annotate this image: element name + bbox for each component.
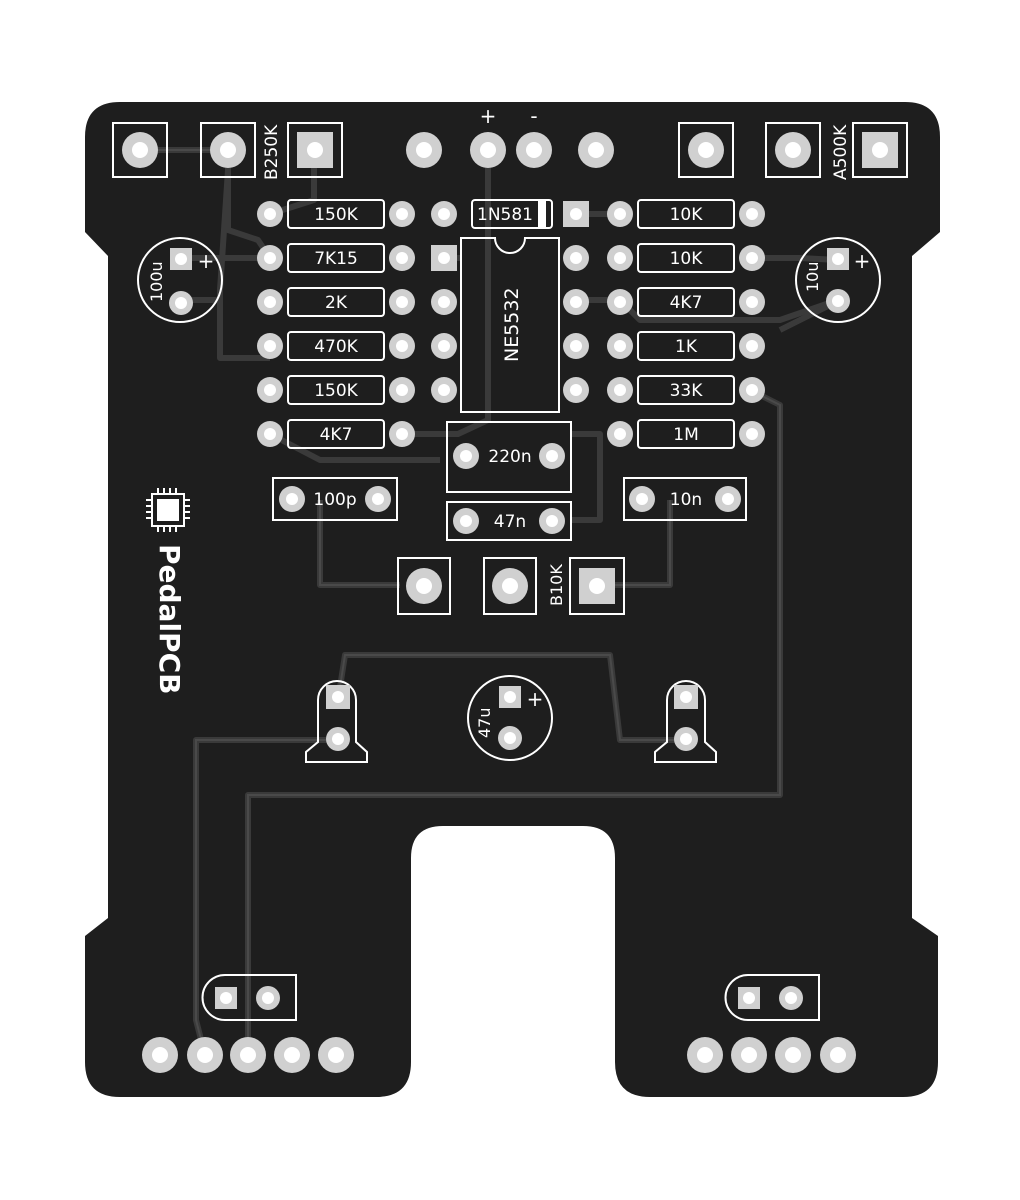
pot-right-label: A500K [831,124,851,180]
resistor-bodies-left [287,199,385,449]
cap-47n: 47n [446,501,572,541]
jack-footprint-left [305,680,368,763]
cap-100p-label: 100p [313,490,356,510]
ic-label: NE5532 [501,287,523,362]
power-minus-label: - [530,104,537,128]
cap-47u: + 47u [467,675,553,761]
resistor-label: 7K15 [314,249,358,269]
resistor-label: 10K [670,249,704,269]
pot-left: B250K [112,122,343,180]
resistor-label: 1K [675,337,698,357]
cap-47u-polarity: + [527,687,544,711]
power-plus-label: + [480,104,497,128]
cap-10u: + 10u [795,237,881,323]
resistor-label: 150K [314,381,358,401]
cap-100u-label: 100u [147,261,166,302]
chip-icon [146,488,190,532]
cap-10u-polarity: + [854,249,871,273]
pot-right: A500K [678,122,908,180]
cap-10u-label: 10u [803,262,822,293]
cap-100p: 100p [272,477,398,521]
power-header: + - [406,104,614,168]
cap-220n-label: 220n [488,447,531,467]
jack-footprint-right [654,680,717,763]
diode-label: 1N581 [477,205,533,225]
cap-10n-label: 10n [670,490,702,510]
resistor-label: 10K [670,205,704,225]
resistor-labels-right: 10K 10K 4K7 1K 33K 1M [670,205,704,445]
header-right [687,1037,856,1073]
pot-bottom-label: B10K [547,564,566,606]
cap-100u-polarity: + [198,249,215,273]
resistor-holes-left [264,208,408,440]
cap-100u: + 100u [137,237,223,323]
resistor-label: 150K [314,205,358,225]
resistor-label: 4K7 [670,293,703,313]
brand-text: PedalPCB [153,544,186,694]
cap-47u-label: 47u [475,708,494,739]
resistor-labels-left: 150K 7K15 2K 470K 150K 4K7 [314,205,358,445]
cap-47n-label: 47n [494,512,526,532]
cap-10n: 10n [623,477,747,521]
pot-left-label: B250K [262,124,282,180]
diode: 1N581 [431,199,589,229]
resistor-bodies-right [637,199,735,449]
pot-bottom: B10K [397,557,625,615]
resistor-label: 470K [314,337,358,357]
resistor-holes-right [614,208,758,440]
resistor-label: 4K7 [320,425,353,445]
header-left [142,1037,354,1073]
led-footprint-right [724,974,820,1021]
resistor-label: 2K [325,293,348,313]
led-footprint-left [201,974,297,1021]
cap-220n: 220n [446,421,572,493]
ic-ne5532: NE5532 [431,237,589,413]
resistor-pads-left [257,201,415,447]
resistor-label: 33K [670,381,704,401]
resistor-label: 1M [673,425,698,445]
